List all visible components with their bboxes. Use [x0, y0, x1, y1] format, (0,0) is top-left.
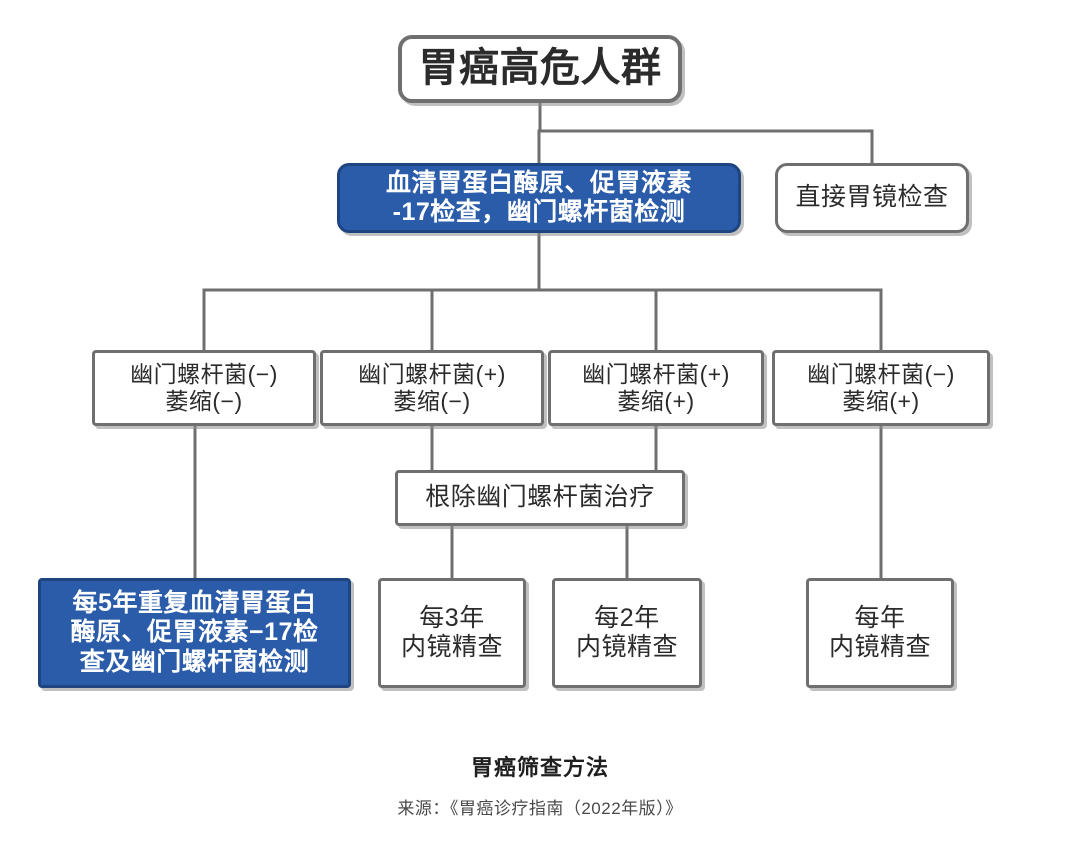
node-result-hp-pos-atrophy-pos[interactable]: 幽门螺杆菌(+)萎缩(+): [548, 350, 764, 426]
node-result-hp-pos-atrophy-neg-label: 幽门螺杆菌(+)萎缩(−): [358, 360, 506, 414]
node-endoscopy-every-2-years[interactable]: 每2年内镜精查: [552, 578, 702, 688]
node-repeat-every-5-years-label: 每5年重复血清胃蛋白酶原、促胃液素−17检查及幽门螺杆菌检测: [70, 588, 319, 676]
node-endoscopy-every-year-label: 每年内镜精查: [828, 603, 931, 662]
node-serology-testing-label: 血清胃蛋白酶原、促胃液素-17检查，幽门螺杆菌检测: [385, 168, 692, 227]
node-hp-eradication-treatment-label: 根除幽门螺杆菌治疗: [425, 483, 655, 512]
node-result-hp-pos-atrophy-neg[interactable]: 幽门螺杆菌(+)萎缩(−): [320, 350, 544, 426]
node-high-risk-population-label: 胃癌高危人群: [418, 46, 662, 91]
node-result-hp-neg-atrophy-neg-label: 幽门螺杆菌(−)萎缩(−): [130, 360, 278, 414]
node-hp-eradication-treatment[interactable]: 根除幽门螺杆菌治疗: [395, 470, 685, 526]
node-result-hp-neg-atrophy-pos[interactable]: 幽门螺杆菌(−)萎缩(+): [772, 350, 990, 426]
node-endoscopy-every-2-years-label: 每2年内镜精查: [575, 603, 678, 662]
figure-title: 胃癌筛查方法: [470, 755, 609, 780]
node-endoscopy-every-3-years[interactable]: 每3年内镜精查: [378, 578, 526, 688]
node-direct-gastroscopy-label: 直接胃镜检查: [795, 183, 949, 212]
node-direct-gastroscopy[interactable]: 直接胃镜检查: [775, 163, 969, 233]
node-high-risk-population[interactable]: 胃癌高危人群: [398, 35, 682, 103]
node-serology-testing[interactable]: 血清胃蛋白酶原、促胃液素-17检查，幽门螺杆菌检测: [337, 163, 741, 233]
node-repeat-every-5-years[interactable]: 每5年重复血清胃蛋白酶原、促胃液素−17检查及幽门螺杆菌检测: [38, 578, 351, 688]
figure-caption: 胃癌筛查方法 来源：《胃癌诊疗指南（2022年版）》: [0, 750, 1080, 819]
node-endoscopy-every-3-years-label: 每3年内镜精查: [400, 603, 503, 662]
node-result-hp-pos-atrophy-pos-label: 幽门螺杆菌(+)萎缩(+): [582, 360, 730, 414]
node-endoscopy-every-year[interactable]: 每年内镜精查: [806, 578, 954, 688]
node-result-hp-neg-atrophy-neg[interactable]: 幽门螺杆菌(−)萎缩(−): [92, 350, 316, 426]
node-result-hp-neg-atrophy-pos-label: 幽门螺杆菌(−)萎缩(+): [807, 360, 955, 414]
figure-source: 来源：《胃癌诊疗指南（2022年版）》: [397, 799, 683, 818]
